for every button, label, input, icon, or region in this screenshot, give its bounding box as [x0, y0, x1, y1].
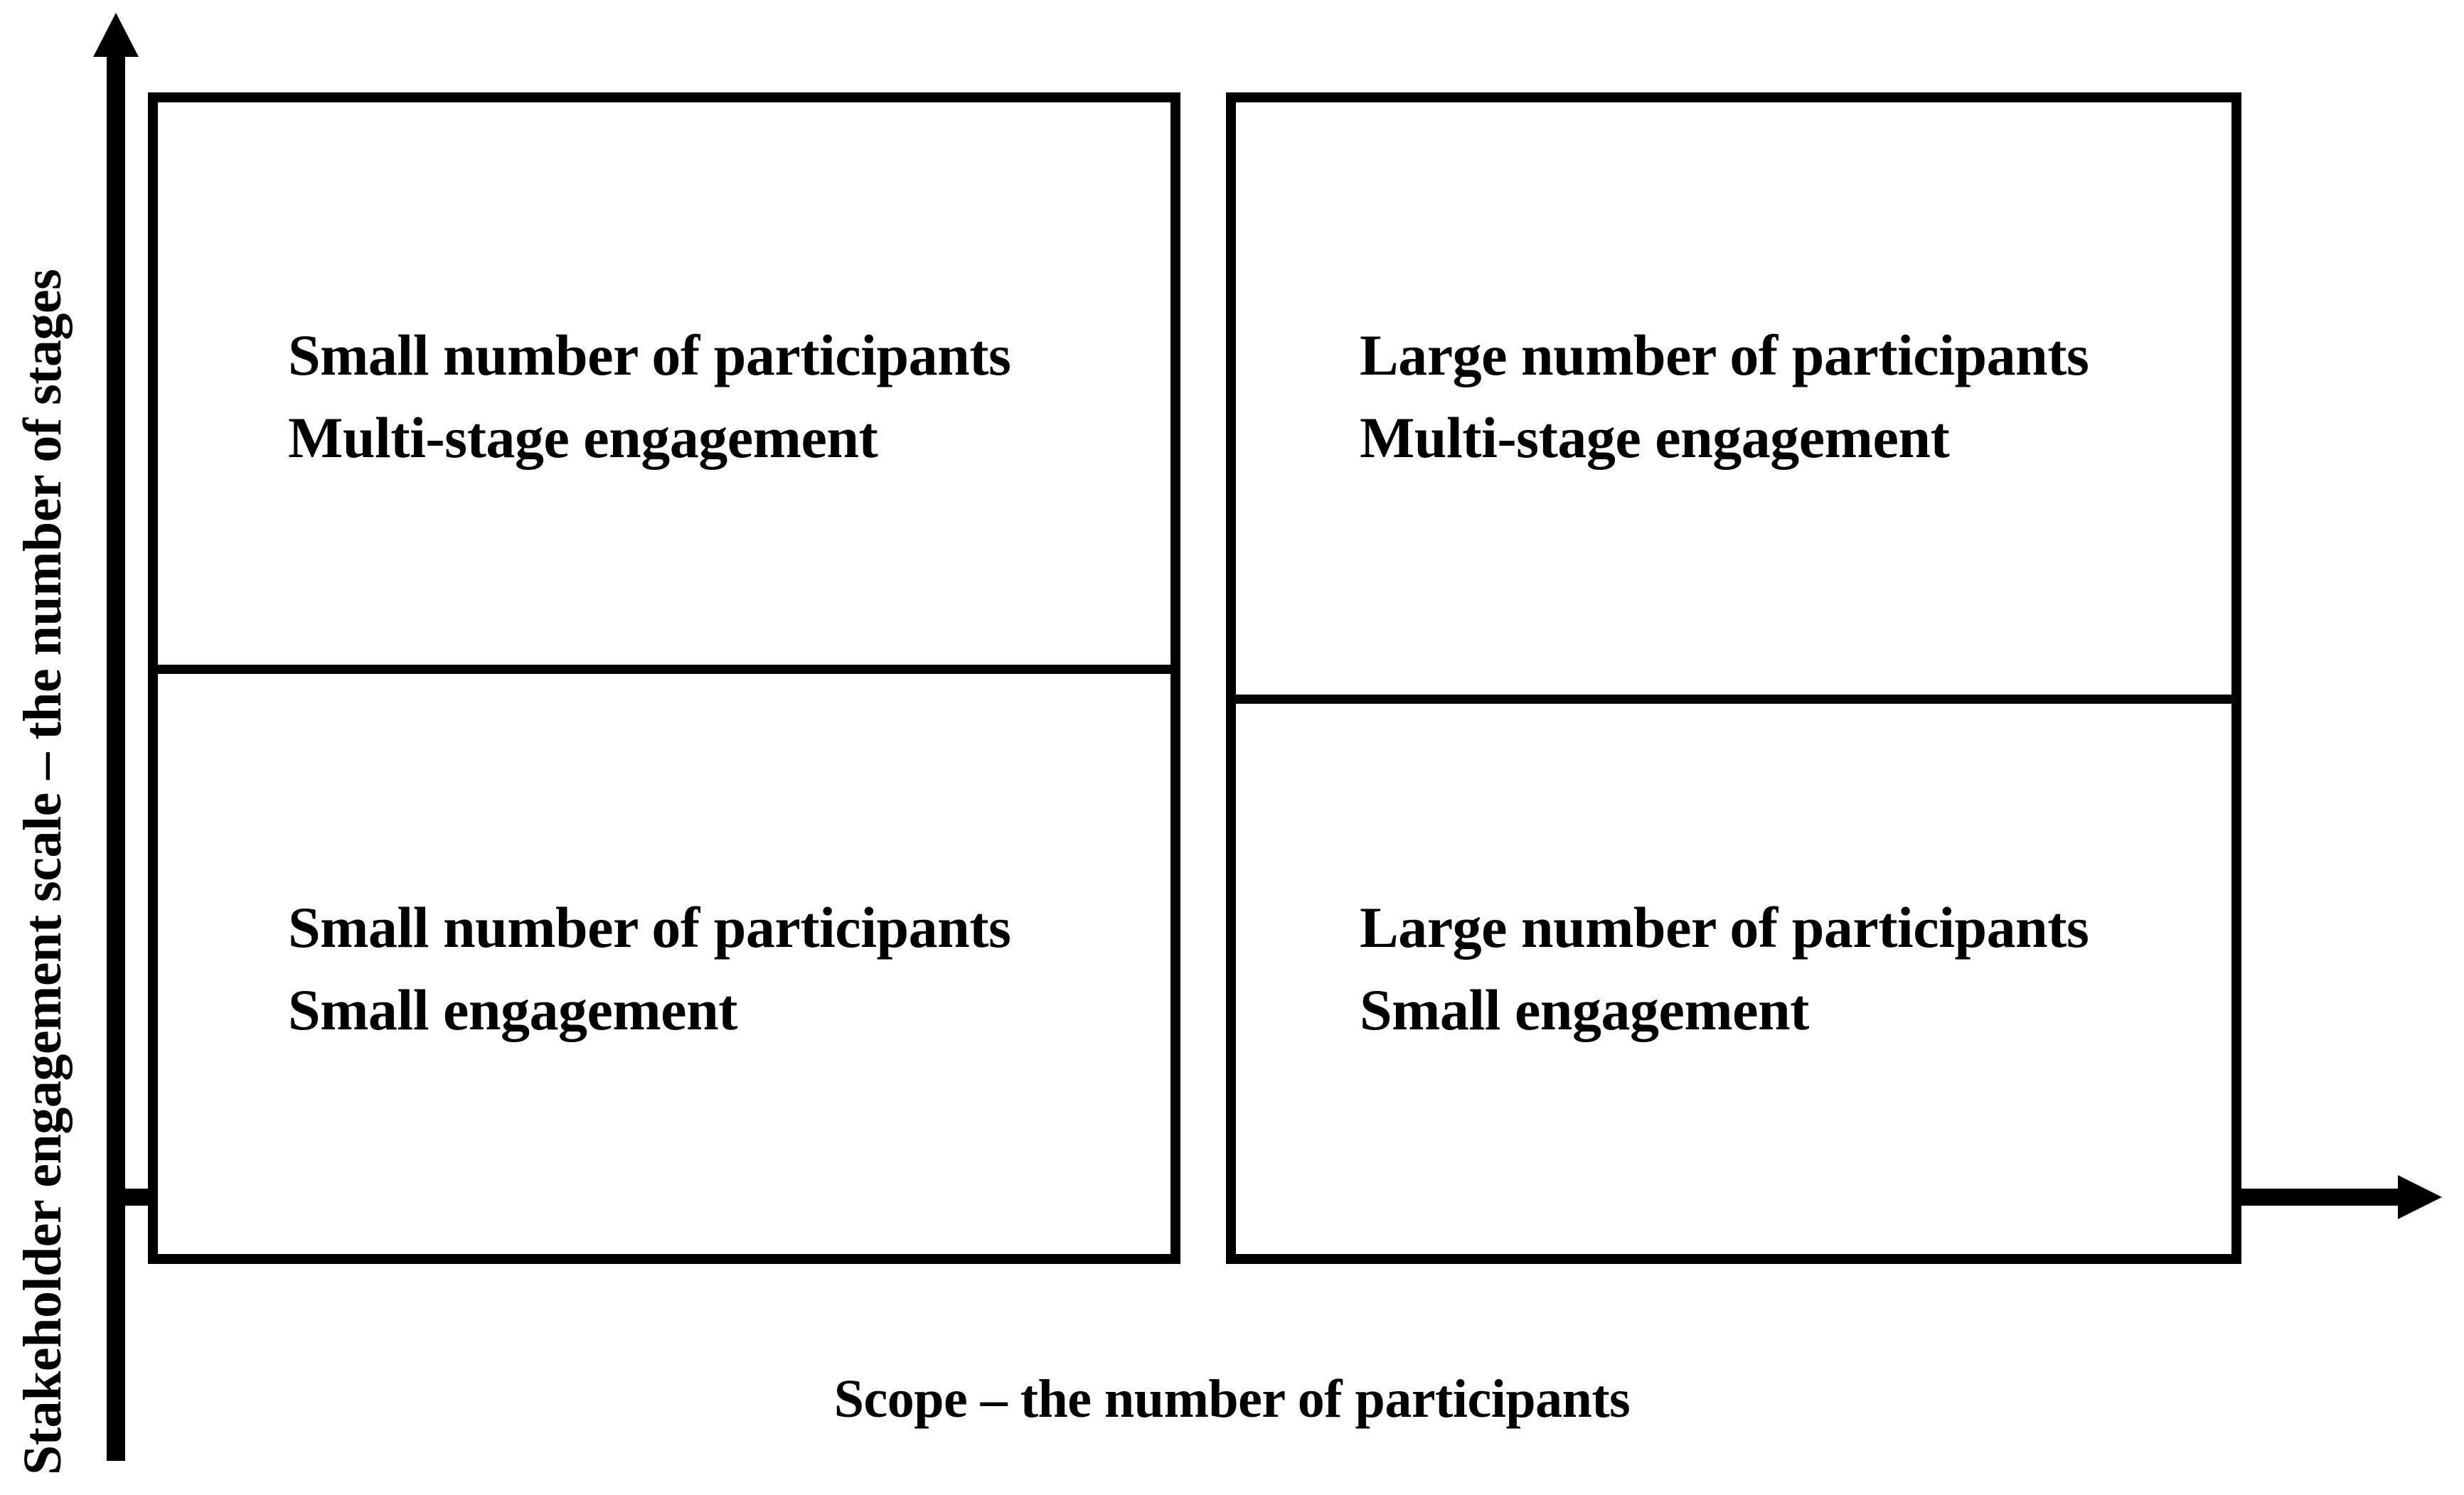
quadrant-box-left-column	[148, 92, 1180, 1264]
quadrant-label-bottom-left: Small number of participants Small engag…	[288, 895, 1011, 1042]
quadrant-top-right-line2: Multi-stage engagement	[1360, 405, 1950, 470]
quadrant-bottom-left-line1: Small number of participants	[288, 895, 1011, 960]
quadrant-box-right-column	[1226, 92, 2241, 1264]
x-axis-line-right-segment	[2233, 1189, 2407, 1206]
quadrant-top-left-line1: Small number of participants	[288, 323, 1011, 387]
x-axis-title: Scope – the number of participants	[833, 1369, 1631, 1429]
y-axis-title: Stakeholder engagement scale – the numbe…	[12, 269, 73, 1475]
quadrant-divider-left	[158, 665, 1170, 674]
right-arrow-icon	[2398, 1175, 2442, 1219]
up-arrow-icon	[93, 13, 139, 57]
quadrant-bottom-right-line2: Small engagement	[1360, 977, 1809, 1042]
quadrant-top-left-line2: Multi-stage engagement	[288, 405, 878, 470]
quadrant-top-right-line1: Large number of participants	[1360, 323, 2089, 387]
quadrant-label-bottom-right: Large number of participants Small engag…	[1360, 899, 2089, 1039]
quadrant-divider-right	[1236, 695, 2231, 704]
quadrant-bottom-left-line2: Small engagement	[288, 977, 737, 1042]
quadrant-bottom-right-line1: Large number of participants	[1360, 895, 2089, 960]
quadrant-label-top-right: Large number of participants Multi-stage…	[1360, 326, 2089, 467]
quadrant-label-top-left: Small number of participants Multi-stage…	[288, 323, 1011, 470]
y-axis-line	[107, 55, 125, 1461]
